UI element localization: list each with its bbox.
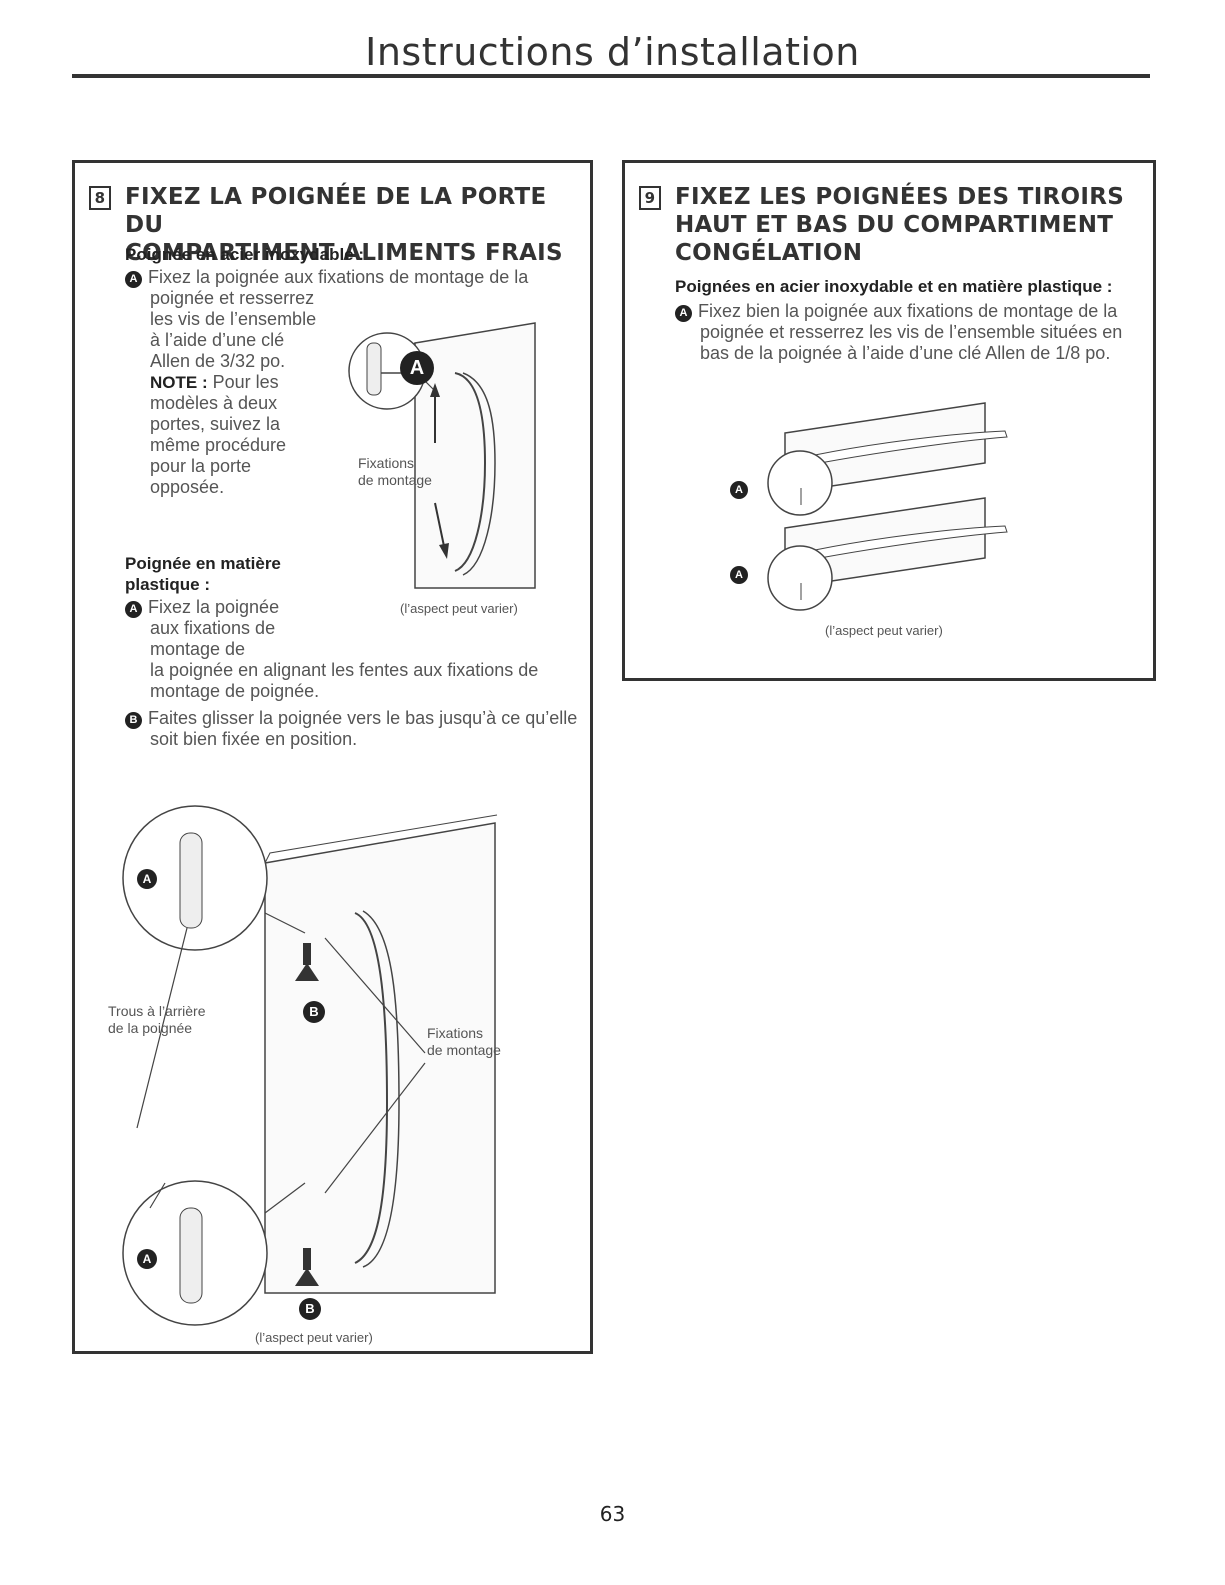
step9-appearance-note: (l’aspect peut varier) [825, 623, 943, 638]
steel-line: poignée et resserrez [150, 288, 315, 308]
plastic-heading: Poignée en matière plastique : [125, 553, 281, 595]
appearance-note: (l’aspect peut varier) [400, 601, 518, 616]
callout-b-top-icon: B [303, 1001, 325, 1023]
step8-title-line1: FIXEZ LA POIGNÉE DE LA PORTE DU [125, 184, 547, 238]
step9-heading: Poignées en acier inoxydable et en matiè… [675, 277, 1113, 296]
callout-a-top-icon: A [137, 869, 157, 889]
badge-a-icon: A [125, 601, 142, 618]
step9-header: 9 FIXEZ LES POIGNÉES DES TIROIRS HAUT ET… [639, 183, 1144, 267]
step8-number: 8 [89, 186, 111, 210]
steel-line: Allen de 3/32 po. [150, 351, 286, 371]
plastic-line: la poignée en alignant les fentes aux fi… [150, 660, 539, 680]
callout-a-bottom-icon: A [137, 1249, 157, 1269]
plastic-line: montage de [150, 639, 246, 659]
badge-b-icon: B [125, 712, 142, 729]
drawer-callout-a-bottom-icon: A [730, 566, 748, 584]
callout-a-icon: A [400, 351, 434, 385]
step9-title-line1: FIXEZ LES POIGNÉES DES TIROIRS [675, 184, 1125, 210]
steel-heading: Poignée en acier inoxydable : [125, 245, 365, 264]
steel-line: Fixez la poignée aux fixations de montag… [148, 267, 529, 287]
fixations-label-line: Fixations [427, 1025, 484, 1041]
plastic-line: soit bien fixée en position. [150, 729, 358, 749]
note-line: pour la porte [150, 456, 252, 476]
callout-b-bottom-icon: B [299, 1298, 321, 1320]
plastic-line: montage de poignée. [150, 681, 320, 701]
step8-title-line2: COMPARTIMENT ALIMENTS FRAIS [125, 240, 563, 266]
step8-panel: 8 FIXEZ LA POIGNÉE DE LA PORTE DU COMPAR… [72, 160, 593, 1354]
drawer-callout-a-top-icon: A [730, 481, 748, 499]
plastic-line: aux fixations de [150, 618, 276, 638]
note-line: modèles à deux [150, 393, 278, 413]
page-title: Instructions d’installation [365, 30, 860, 74]
holes-label: Trous à l’arrière de la poignée [108, 1003, 206, 1037]
appearance-note-2: (l’aspect peut varier) [255, 1330, 373, 1345]
plastic-handle-illustration [122, 805, 498, 1326]
plastic-line: Fixez la poignée [148, 597, 280, 617]
note-label: NOTE : [150, 373, 208, 392]
note-line: opposée. [150, 477, 225, 497]
step9-title-line3: CONGÉLATION [675, 240, 863, 266]
step9-line: poignée et resserrez les vis de l’ensemb… [700, 322, 1123, 342]
door-handle-illustration [348, 322, 536, 589]
holes-label-line: Trous à l’arrière [108, 1003, 206, 1019]
step9-line: Fixez bien la poignée aux fixations de m… [698, 301, 1118, 321]
note-line: Pour les [212, 372, 279, 392]
badge-a-icon: A [125, 271, 142, 288]
step9-number: 9 [639, 186, 661, 210]
step9-title-line2: HAUT ET BAS DU COMPARTIMENT [675, 212, 1114, 238]
plastic-heading-line: Poignée en matière [125, 554, 281, 573]
drawer-handles-illustration [767, 402, 1008, 611]
holes-label-line: de la poignée [108, 1020, 193, 1036]
note-line: même procédure [150, 435, 287, 455]
page-number: 63 [599, 1502, 626, 1526]
fixations-label-line: de montage [427, 1042, 501, 1058]
steel-line: à l’aide d’une clé [150, 330, 285, 350]
fixations-label: Fixations de montage [358, 455, 432, 489]
step9-panel: 9 FIXEZ LES POIGNÉES DES TIROIRS HAUT ET… [622, 160, 1156, 681]
steel-instructions: A Fixez la poignée aux fixations de monta… [125, 267, 595, 498]
step9-instructions: A Fixez bien la poignée aux fixations de … [675, 301, 1145, 364]
title-rule [72, 74, 1150, 78]
steel-line: les vis de l’ensemble [150, 309, 317, 329]
step8-header: 8 FIXEZ LA POIGNÉE DE LA PORTE DU COMPAR… [89, 183, 584, 267]
plastic-heading-line: plastique : [125, 575, 211, 594]
fixations-label-line: de montage [358, 472, 432, 488]
step9-line: bas de la poignée à l’aide d’une clé All… [700, 343, 1111, 363]
fixations-label-2: Fixations de montage [427, 1025, 501, 1059]
note-line: portes, suivez la [150, 414, 281, 434]
plastic-instructions: A Fixez la poignée aux fixations de monta… [125, 597, 585, 750]
plastic-line: Faites glisser la poignée vers le bas ju… [148, 708, 578, 728]
badge-a-icon: A [675, 305, 692, 322]
fixations-label-line: Fixations [358, 455, 415, 471]
